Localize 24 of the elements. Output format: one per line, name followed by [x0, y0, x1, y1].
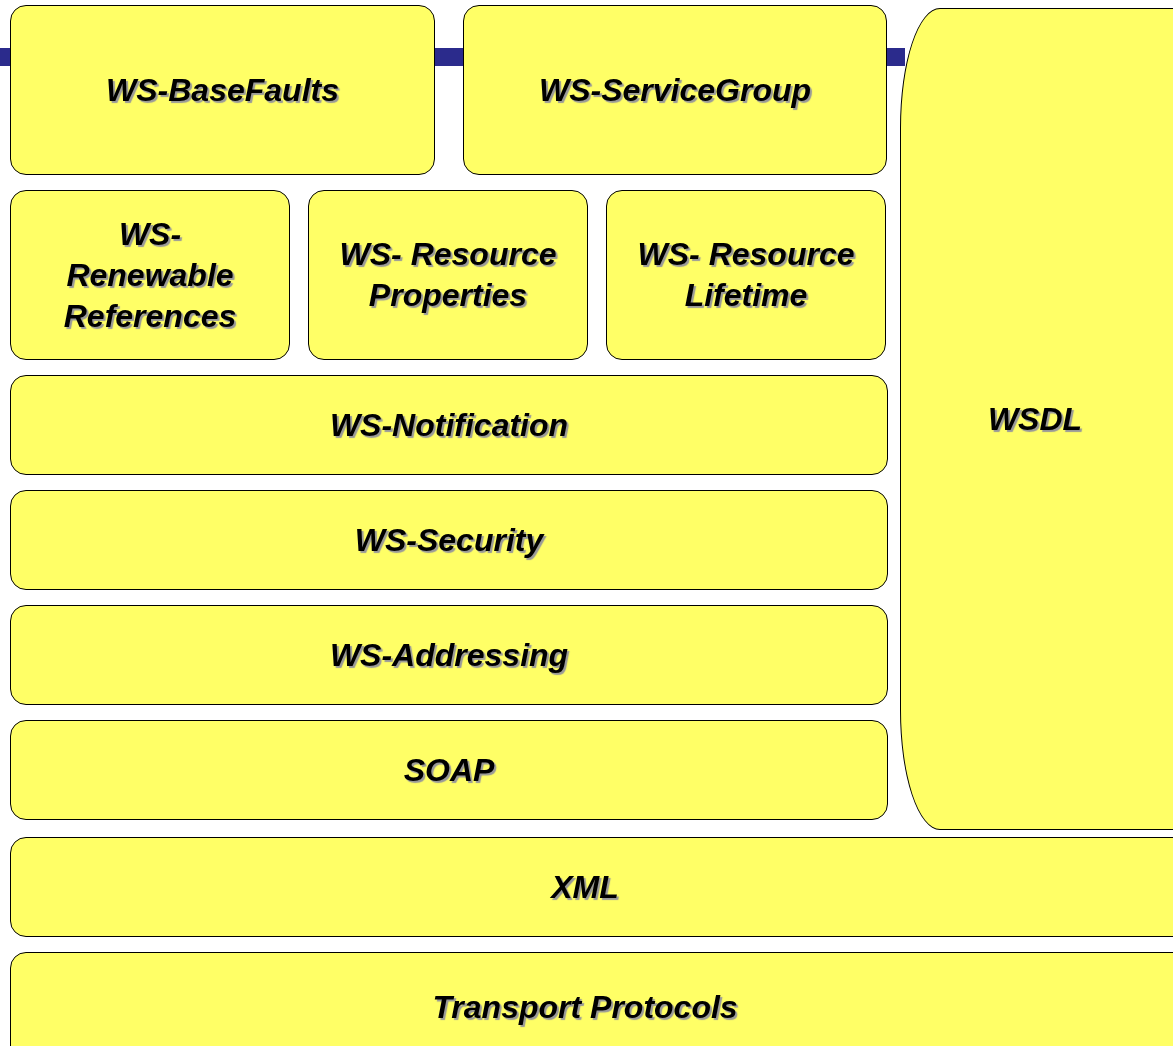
layer-label: WS-Notification — [329, 405, 569, 445]
layer-label: WS- Renewable References — [62, 214, 238, 336]
layer-label: SOAP — [403, 750, 495, 790]
layer-label: WS- Resource Properties — [339, 235, 557, 315]
layer-label: WS-Addressing — [329, 635, 569, 675]
layer-label: XML — [551, 868, 619, 905]
layer-box — [10, 605, 888, 705]
layer-box — [10, 490, 888, 590]
layer-box — [10, 952, 1173, 1046]
layer-label: WSDL — [987, 399, 1083, 439]
layer-label: WS-Security — [354, 520, 544, 560]
layer-box — [10, 375, 888, 475]
layer-box — [900, 8, 1173, 830]
layer-label: WS-ServiceGroup — [538, 70, 812, 110]
layer-label: WS-BaseFaults — [106, 70, 339, 110]
layer-label: Transport Protocols — [432, 988, 738, 1025]
layer-box — [606, 190, 886, 360]
layer-box — [10, 837, 1173, 937]
layer-box — [10, 720, 888, 820]
layer-box — [10, 190, 290, 360]
layer-box — [463, 5, 887, 175]
layer-label: WS- Resource Lifetime — [637, 235, 855, 315]
layer-box — [308, 190, 588, 360]
layer-box — [10, 5, 435, 175]
